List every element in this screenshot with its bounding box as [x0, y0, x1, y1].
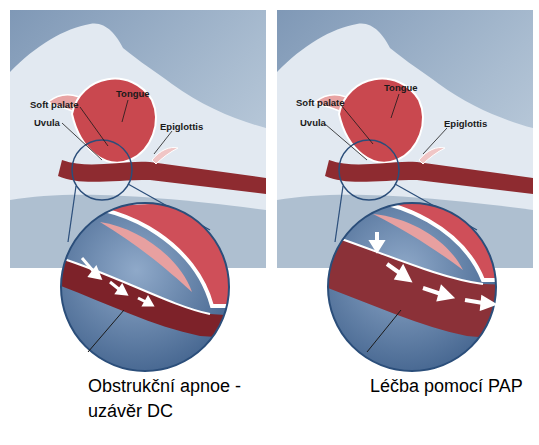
part-label: Soft palate — [30, 99, 79, 110]
apnea-panel — [10, 10, 270, 371]
panel-caption: Léčba pomocí PAP — [370, 374, 523, 399]
part-label: Tongue — [384, 82, 418, 93]
part-label: Tongue — [116, 88, 150, 99]
part-label: Uvula — [34, 117, 60, 128]
pap-panel — [277, 10, 537, 371]
part-label: Uvula — [300, 117, 326, 128]
part-label: Epiglottis — [160, 121, 203, 132]
part-label: Soft palate — [296, 97, 345, 108]
part-label: Epiglottis — [444, 118, 487, 129]
panel-caption: Obstrukční apnoe - uzávěr DC — [88, 374, 263, 424]
